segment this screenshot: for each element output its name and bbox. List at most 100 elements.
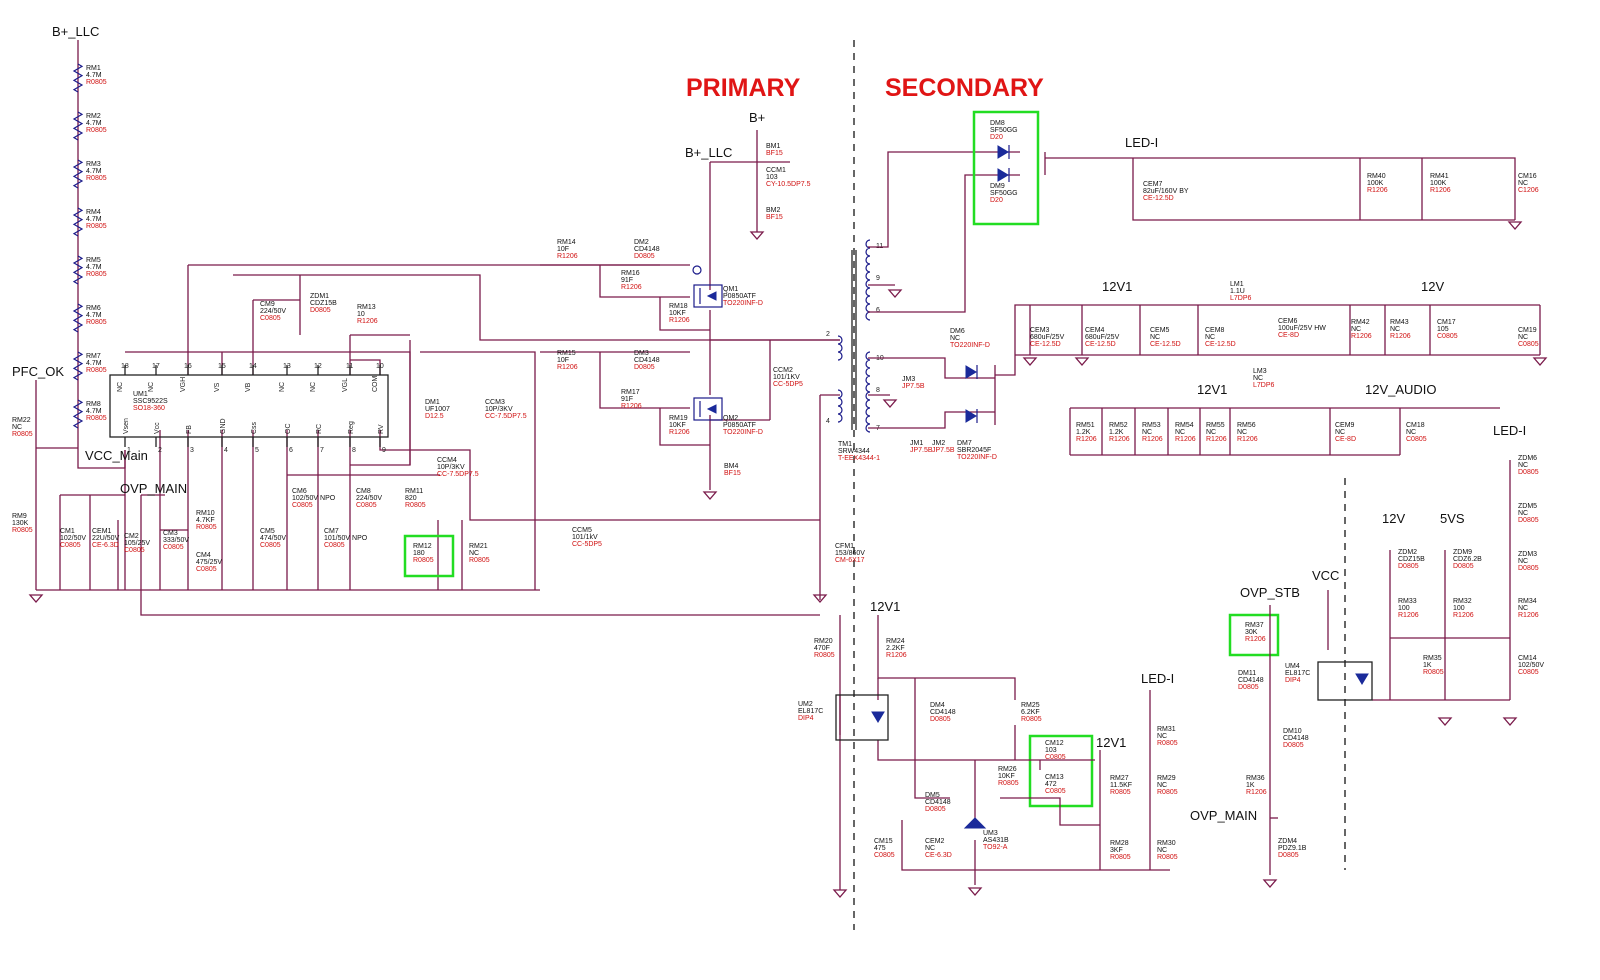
optocoupler-um2[interactable] xyxy=(835,694,889,741)
ic-um1[interactable]: 18NC17NC16VGH15VS14VB13NC12NC11VGL10COM … xyxy=(109,363,389,454)
shunt-regulator-um3[interactable] xyxy=(963,817,987,829)
diode-dm6-dm7[interactable] xyxy=(965,365,978,423)
diode-dm9[interactable] xyxy=(997,168,1010,182)
optocoupler-um4[interactable] xyxy=(1317,661,1373,701)
mosfet-qm2[interactable] xyxy=(693,397,723,421)
